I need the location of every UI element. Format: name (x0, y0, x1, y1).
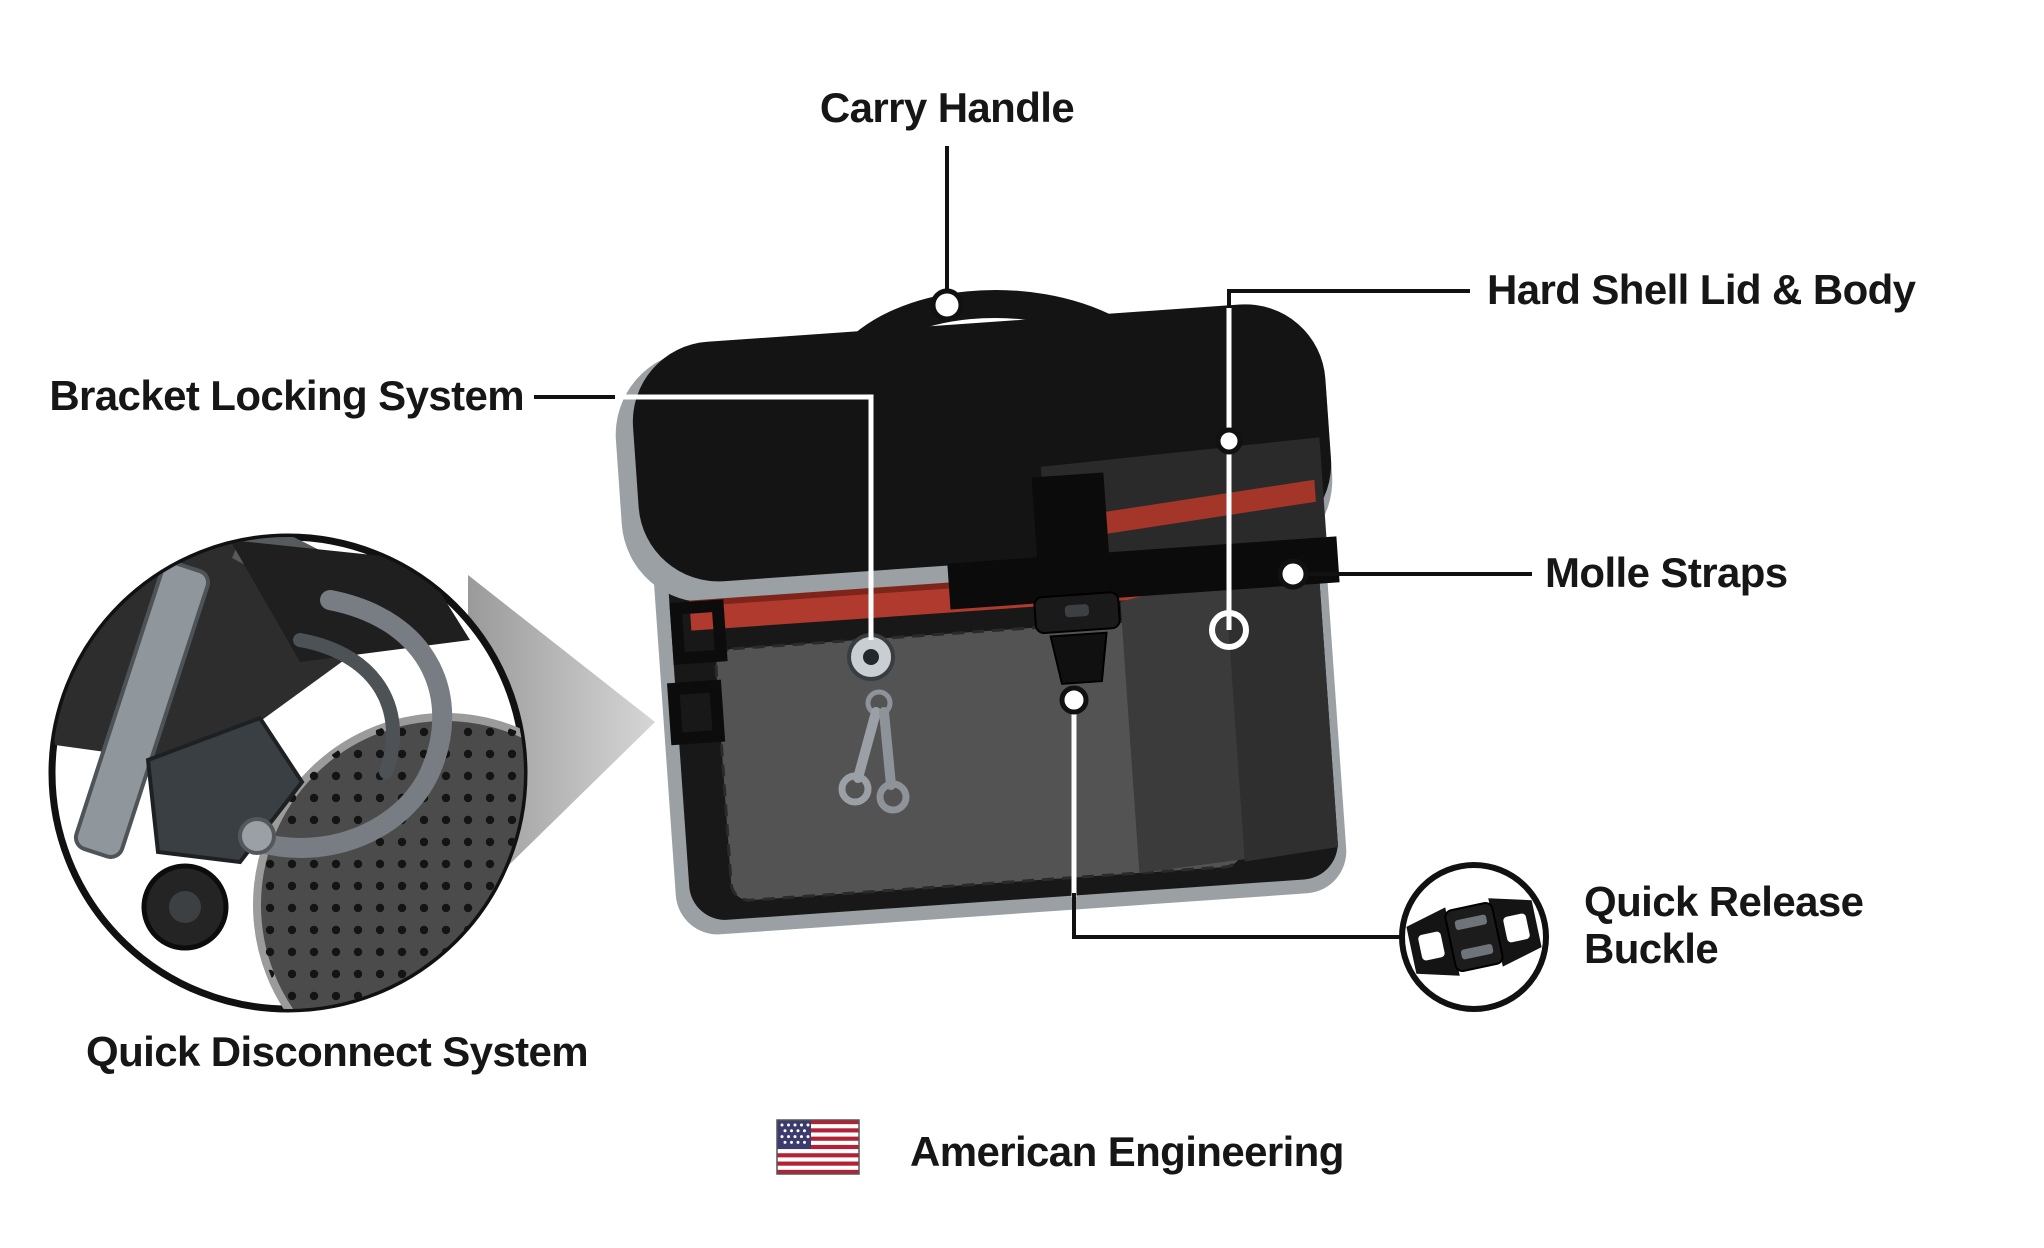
carry-handle-marker (930, 288, 964, 322)
quick-release-label-line1: Quick Release (1584, 878, 1864, 925)
hard-shell-body-marker (1209, 610, 1249, 650)
hard-shell-label: Hard Shell Lid & Body (1487, 266, 1916, 313)
us-flag-icon (776, 1119, 860, 1175)
quick-release-marker (1059, 685, 1089, 715)
quick-release-label-line2: Buckle (1584, 925, 1719, 973)
bag-front-panel (714, 614, 1244, 902)
molle-straps-label: Molle Straps (1545, 549, 1788, 596)
quick-release-buckle-icon (1406, 898, 1542, 976)
callout-markers (930, 288, 1309, 715)
center-strap (1031, 472, 1114, 618)
molle-straps-marker (1277, 558, 1309, 590)
side-buckle-loop (667, 679, 726, 746)
carry-handle-label: Carry Handle (819, 84, 1075, 131)
quick-release-clip-on-bag (1033, 591, 1121, 685)
quick-disconnect-inset (48, 533, 528, 1013)
side-buckle-loop (669, 599, 728, 665)
quick-disconnect-bracket-icon (52, 537, 524, 1009)
quick-release-label: Quick Release Buckle (1584, 878, 1864, 973)
red-lid-edge (1074, 479, 1316, 539)
hard-shell-lid-marker (1215, 427, 1243, 455)
saddlebag-illustration (615, 304, 1347, 935)
lock-keys-icon (838, 633, 910, 814)
callout-lines (534, 146, 1532, 939)
american-engineering-label: American Engineering (910, 1128, 1344, 1175)
quick-disconnect-label: Quick Disconnect System (86, 1028, 589, 1075)
quick-release-buckle-inset (1399, 862, 1549, 1012)
bracket-locking-label: Bracket Locking System (49, 372, 524, 419)
